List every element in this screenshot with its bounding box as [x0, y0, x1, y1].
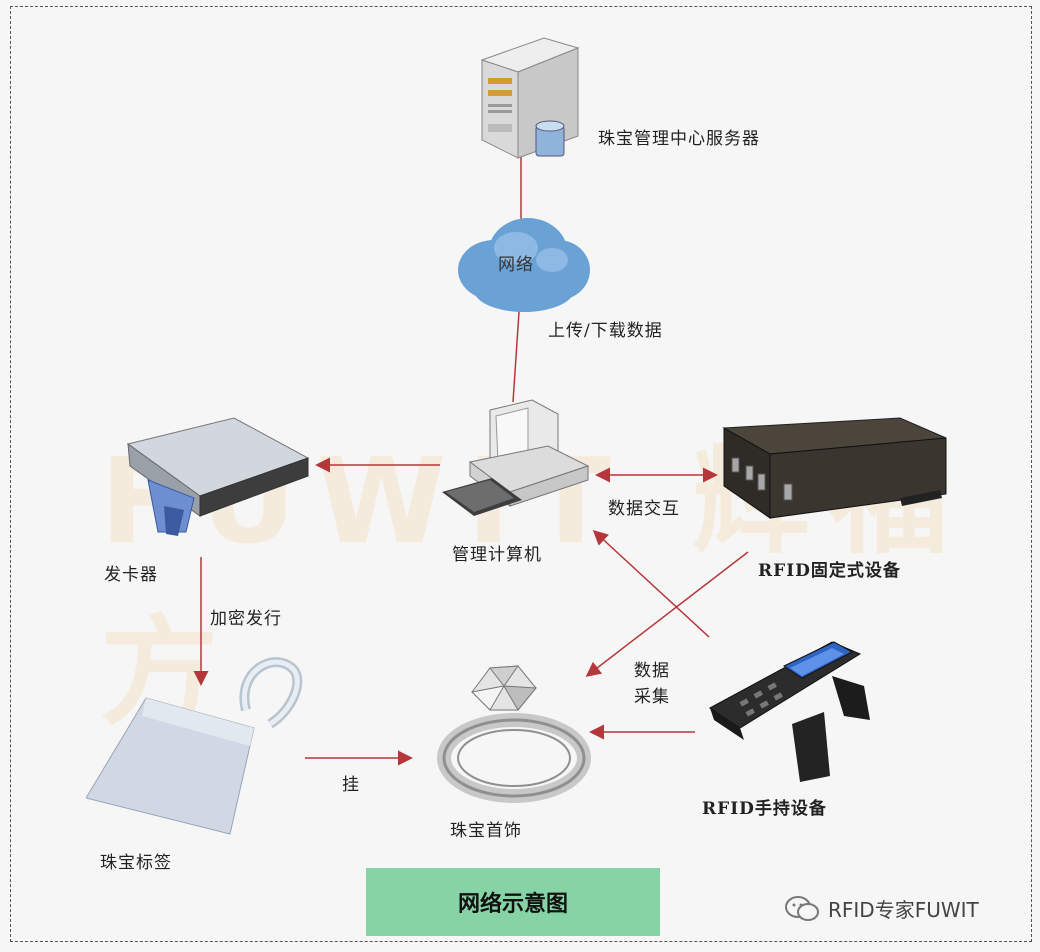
rfid-handheld-icon	[704, 636, 874, 790]
brand-badge: RFID专家FUWIT	[784, 894, 979, 923]
wechat-icon	[785, 895, 819, 921]
card-issuer-label: 发卡器	[104, 565, 158, 585]
jewelry-tag-icon	[85, 650, 306, 844]
data-collect-label: 数据采集	[634, 661, 670, 707]
handheld-to-computer-arrow	[592, 529, 710, 638]
server-icon	[474, 34, 584, 166]
computer-icon	[440, 396, 590, 530]
upload-download-label: 上传/下载数据	[548, 321, 663, 341]
network-cloud-icon	[454, 208, 594, 322]
caption-text: 网络示意图	[457, 892, 568, 917]
caption-box: 网络示意图	[366, 868, 660, 936]
network-computer-link	[512, 311, 520, 403]
jewelry-tag-label: 珠宝标签	[100, 853, 172, 873]
network-label: 网络	[498, 255, 534, 275]
data-exchange-label: 数据交互	[608, 499, 680, 519]
encrypt-issue-label: 加密发行	[210, 609, 282, 629]
diagram-frame	[10, 6, 1032, 942]
rfid-fixed-label: RFID固定式设备	[758, 561, 901, 581]
fixed-to-jewelry-arrow	[585, 551, 749, 677]
brand-text: RFID专家FUWIT	[828, 898, 979, 922]
rfid-fixed-device-icon	[720, 414, 950, 530]
rfid-handheld-label: RFID手持设备	[702, 799, 827, 819]
hang-label: 挂	[342, 775, 360, 795]
card-issuer-icon	[108, 414, 318, 550]
computer-label: 管理计算机	[452, 545, 542, 565]
server-label: 珠宝管理中心服务器	[598, 129, 760, 149]
jewelry-label: 珠宝首饰	[450, 821, 522, 841]
ring-icon	[432, 658, 592, 812]
